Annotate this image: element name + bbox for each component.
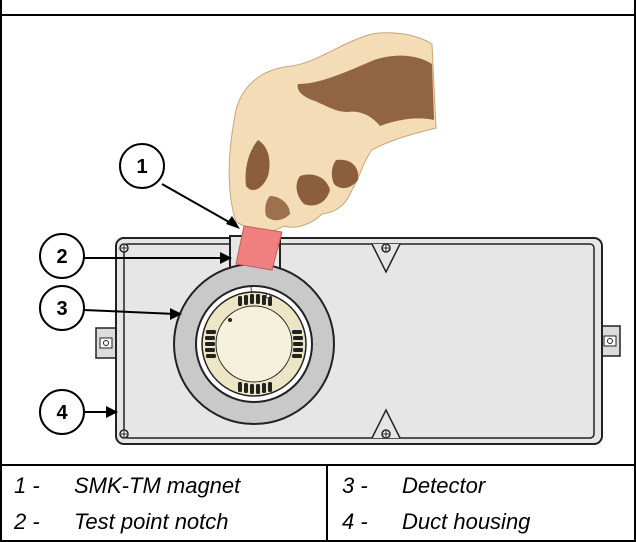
svg-text:1: 1 <box>136 156 147 178</box>
screw <box>119 243 129 253</box>
legend-item: 2 - Test point notch <box>14 504 229 540</box>
screw <box>381 429 391 439</box>
callout-4: 4 <box>39 389 85 435</box>
svg-text:2: 2 <box>56 246 67 268</box>
screw <box>119 429 129 439</box>
smk-tm-magnet <box>235 225 283 271</box>
legend-item: 4 - Duct housing <box>342 504 530 540</box>
top-rule <box>0 14 636 16</box>
legend-label: Test point notch <box>74 509 229 534</box>
legend-item: 3 - Detector <box>342 468 485 504</box>
callout-1: 1 <box>119 143 165 189</box>
legend-number: 3 - <box>342 473 368 498</box>
leader-lines <box>83 183 240 418</box>
svg-text:4: 4 <box>56 402 68 424</box>
legend: 1 - SMK-TM magnet 2 - Test point notch 3 -… <box>0 464 636 542</box>
hand-with-magnet <box>228 32 437 271</box>
legend-column-left: 1 - SMK-TM magnet 2 - Test point notch <box>0 466 328 542</box>
screw <box>381 243 391 253</box>
detector-mark: L <box>250 284 255 294</box>
legend-column-right: 3 - Detector 4 - Duct housing <box>328 466 634 542</box>
legend-number: 4 - <box>342 509 368 534</box>
legend-number: 2 - <box>14 509 40 534</box>
callout-3: 3 <box>39 285 85 331</box>
legend-label: Duct housing <box>402 509 531 534</box>
detector: L <box>173 263 335 425</box>
legend-label: SMK-TM magnet <box>74 473 241 498</box>
legend-item: 1 - SMK-TM magnet <box>14 468 240 504</box>
svg-text:3: 3 <box>56 298 67 320</box>
callout-2: 2 <box>39 233 85 279</box>
legend-number: 1 - <box>14 473 40 498</box>
duct-detector-figure: L 1 2 3 4 <box>39 32 621 445</box>
legend-label: Detector <box>402 473 486 498</box>
